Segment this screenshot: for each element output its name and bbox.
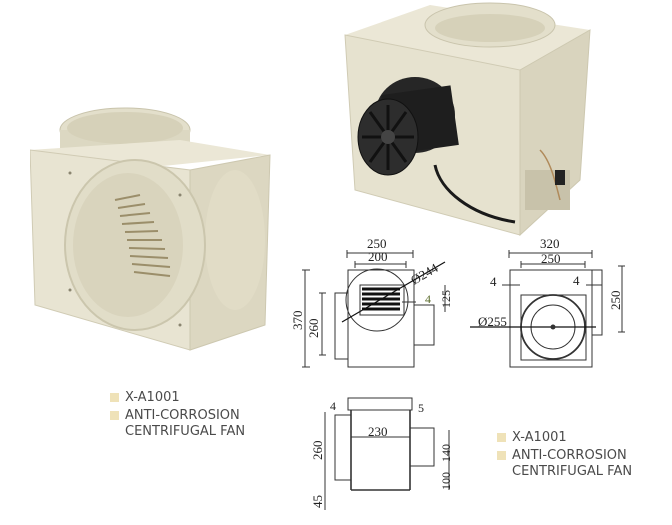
drawing-bottom-view: 4 5 230 260 45 140 100: [290, 390, 490, 520]
bullet-swatch: [497, 433, 506, 442]
dim-140: 140: [439, 444, 453, 462]
fan-photo-inlet-side: [29, 80, 290, 360]
dim-diameter-255: Ø255: [478, 314, 507, 329]
dim-260: 260: [310, 441, 325, 461]
dim-370: 370: [290, 311, 305, 331]
drawing-front-view: 320 250 4 4 Ø255 250: [470, 230, 670, 380]
label-model: X-A1001: [497, 430, 632, 446]
dim-4-left: 4: [490, 274, 497, 289]
dim-230: 230: [368, 424, 388, 439]
dim-45: 45: [310, 495, 325, 508]
dim-diameter-244: Ø244: [408, 260, 441, 288]
dim-250-height: 250: [608, 291, 623, 311]
product-label-right: X-A1001 ANTI-CORROSION CENTRIFUGAL FAN: [497, 430, 632, 480]
dim-5: 5: [418, 401, 424, 415]
dim-250: 250: [367, 236, 387, 251]
dim-125: 125: [439, 290, 453, 308]
dim-100: 100: [439, 472, 453, 490]
dim-250: 250: [541, 251, 561, 266]
dim-320: 320: [540, 236, 560, 251]
product-label-left: X-A1001 ANTI-CORROSION CENTRIFUGAL FAN: [110, 390, 245, 440]
label-product-name: ANTI-CORROSION CENTRIFUGAL FAN: [497, 448, 632, 480]
bullet-swatch: [497, 451, 506, 460]
dim-260: 260: [306, 319, 321, 339]
dim-200: 200: [368, 249, 388, 264]
dim-4: 4: [425, 292, 431, 306]
dim-4: 4: [330, 399, 336, 413]
label-product-name: ANTI-CORROSION CENTRIFUGAL FAN: [110, 408, 245, 440]
label-model: X-A1001: [110, 390, 245, 406]
bullet-swatch: [110, 411, 119, 420]
bullet-swatch: [110, 393, 119, 402]
dim-4-right: 4: [573, 273, 580, 288]
drawing-side-view: 250 200 Ø244 4 125 370 260: [290, 230, 470, 380]
fan-photo-motor-side: [340, 0, 600, 240]
